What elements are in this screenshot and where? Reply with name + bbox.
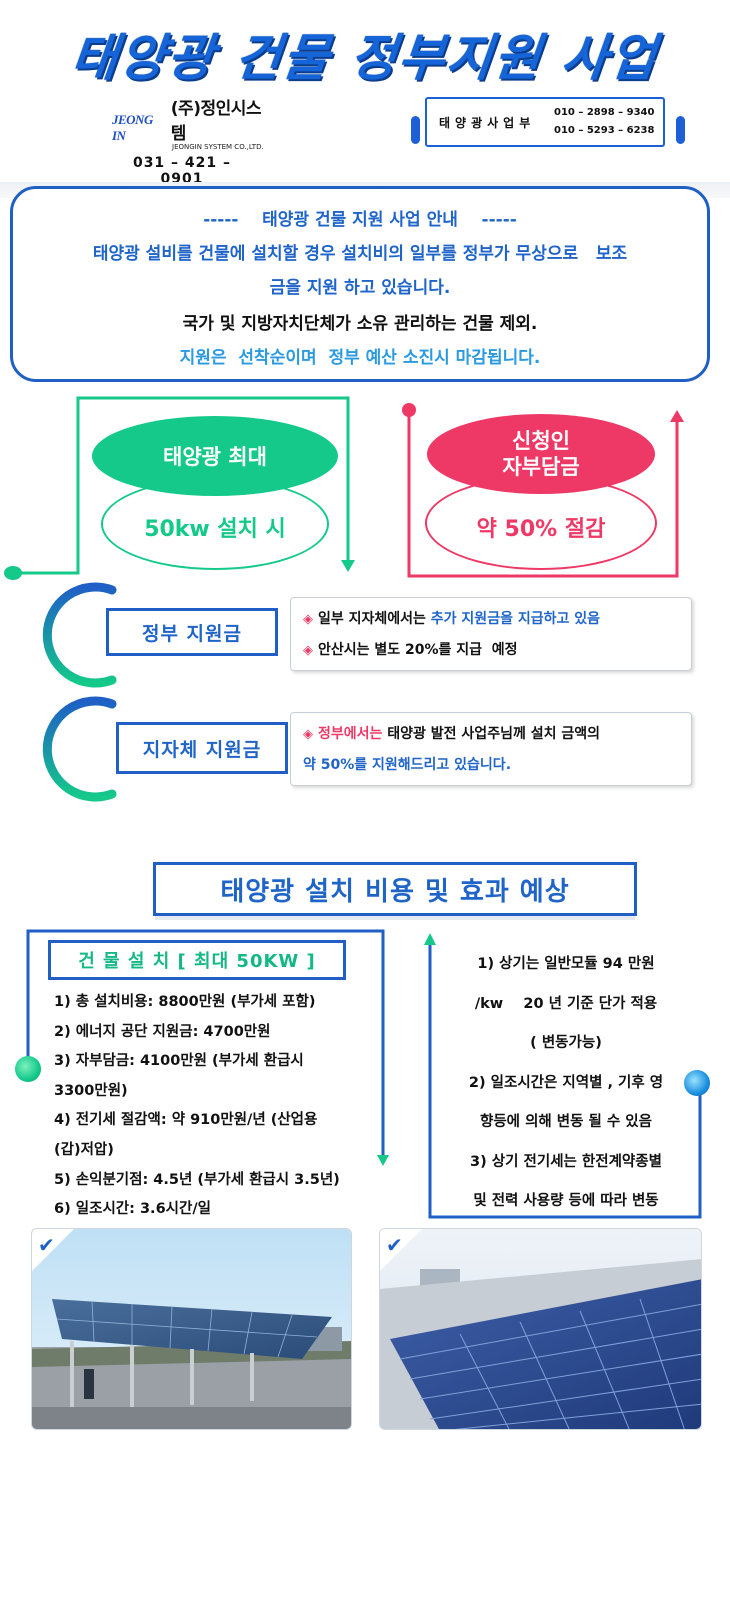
blue-dot-decoration <box>684 1070 710 1096</box>
green-connector-line <box>13 396 350 575</box>
local-note-line1: ◈정부에서는 태양광 발전 사업주님께 설치 금액의 <box>303 726 600 742</box>
green-arrow-head <box>341 560 355 572</box>
company-name-en: JEONGIN SYSTEM CO.,LTD. <box>172 143 264 151</box>
solar-photo-ground-mount: ✔ <box>31 1228 352 1430</box>
green-oval-top: 태양광 최대 <box>92 416 338 496</box>
cost-frame-lines <box>26 929 702 1219</box>
cost-item: (갑)저압) <box>54 1141 114 1158</box>
local-support-label: 지자체 지원금 <box>116 722 288 774</box>
red-connector-dot <box>402 403 416 417</box>
photo-corner-tab <box>380 1229 422 1271</box>
green-dot-decoration <box>15 1056 41 1082</box>
page-title: 태양광 건물 정부지원 사업 <box>68 29 661 87</box>
local-note-line2: 약 50%를 지원해드리고 있습니다. <box>303 757 512 773</box>
cost-note: /kw 20 년 기준 단가 적용 <box>474 995 658 1012</box>
cost-section-title: 태양광 설치 비용 및 효과 예상 <box>153 862 637 916</box>
cost-item: 3) 자부담금: 4100만원 (부가세 환급시 <box>54 1053 304 1070</box>
solar-photo-rooftop: ✔ <box>379 1228 702 1430</box>
info-body-line2: 금을 지원 하고 있습니다. <box>269 278 451 298</box>
cost-item: 6) 일조시간: 3.6시간/일 <box>54 1201 211 1218</box>
contact-pill-left <box>411 116 420 144</box>
gov-note-line2: ◈안산시는 별도 20%를 지급 예정 <box>303 642 518 658</box>
local-support-note: ◈정부에서는 태양광 발전 사업주님께 설치 금액의 약 50%를 지원해드리고… <box>290 712 692 786</box>
info-box: ----- 태양광 건물 지원 사업 안내 ----- 태양광 설비를 건물에 … <box>10 186 710 382</box>
red-arrow-head <box>670 410 684 422</box>
cost-list: 1) 총 설치비용: 8800만원 (부가세 포함) 2) 에너지 공단 지원금… <box>54 988 389 1225</box>
cost-item: 2) 에너지 공단 지원금: 4700만원 <box>54 1023 271 1040</box>
cost-note: 향등에 의해 변동 될 수 있음 <box>480 1114 652 1130</box>
red-oval-top: 신청인 자부담금 <box>427 414 655 494</box>
check-icon: ✔ <box>38 1233 55 1257</box>
cost-item: 5) 손익분기점: 4.5년 (부가세 환급시 3.5년) <box>54 1171 340 1188</box>
diamond-bullet-icon: ◈ <box>303 727 313 742</box>
cost-item: 1) 총 설치비용: 8800만원 (부가세 포함) <box>54 994 316 1010</box>
red-connector-line <box>407 410 679 578</box>
contact-phone-2: 010 – 5293 – 6238 <box>554 125 655 136</box>
local-arc-decoration <box>42 696 117 802</box>
diamond-bullet-icon: ◈ <box>303 643 313 658</box>
cost-note: 1) 상기는 일반모듈 94 만원 <box>477 956 655 972</box>
diamond-bullet-icon: ◈ <box>303 612 313 627</box>
gov-support-label: 정부 지원금 <box>106 608 278 656</box>
cost-note: 및 전력 사용량 등에 따라 변동 <box>473 1193 659 1209</box>
gov-arc-decoration <box>42 582 117 688</box>
contact-dept: 태양광사업부 <box>439 115 536 130</box>
green-connector-dot <box>4 566 22 580</box>
company-block: JEONG IN (주)정인시스템 JEONGIN SYSTEM CO.,LTD… <box>112 94 272 191</box>
cost-note: 2) 일조시간은 지역별 , 기후 영 <box>468 1074 664 1091</box>
cost-item: 4) 전기세 절감액: 약 910만원/년 (산업용 <box>54 1112 318 1129</box>
cost-item: 3300만원) <box>54 1082 128 1099</box>
photo-corner-tab <box>32 1229 74 1271</box>
contact-box: 태양광사업부 010 – 2898 – 9340 010 – 5293 – 62… <box>425 97 665 147</box>
gov-note-line1: ◈일부 지자체에서는 추가 지원금을 지급하고 있음 <box>303 611 600 627</box>
red-oval-line2: 자부담금 <box>502 455 580 479</box>
check-icon: ✔ <box>386 1233 403 1257</box>
info-note: 지원은 선착순이며 정부 예산 소진시 마감됩니다. <box>179 348 541 368</box>
contact-phone-1: 010 – 2898 – 9340 <box>554 107 655 118</box>
company-logo: JEONG IN <box>112 112 153 143</box>
cost-notes: 1) 상기는 일반모듈 94 만원 /kw 20 년 기준 단가 적용 ( 변동… <box>431 945 701 1222</box>
cost-note: ( 변동가능) <box>530 1035 602 1051</box>
red-oval-line1: 신청인 <box>512 429 570 453</box>
info-body-line1: 태양광 설비를 건물에 설치할 경우 설치비의 일부를 정부가 무상으로 보조 <box>92 244 628 264</box>
cost-note: 3) 상기 전기세는 한전계약종별 <box>470 1153 662 1170</box>
info-exclusion: 국가 및 지방자치단체가 소유 관리하는 건물 제외. <box>182 314 538 334</box>
contact-pill-right <box>676 116 685 144</box>
diagram-connectors <box>4 396 684 580</box>
company-name: (주)정인시스템 <box>170 99 262 144</box>
gov-support-note: ◈일부 지자체에서는 추가 지원금을 지급하고 있음 ◈안산시는 별도 20%를… <box>290 597 692 671</box>
info-title: ----- 태양광 건물 지원 사업 안내 ----- <box>203 210 517 230</box>
cost-subtitle: 건 물 설 치 [ 최대 50KW ] <box>48 940 346 980</box>
